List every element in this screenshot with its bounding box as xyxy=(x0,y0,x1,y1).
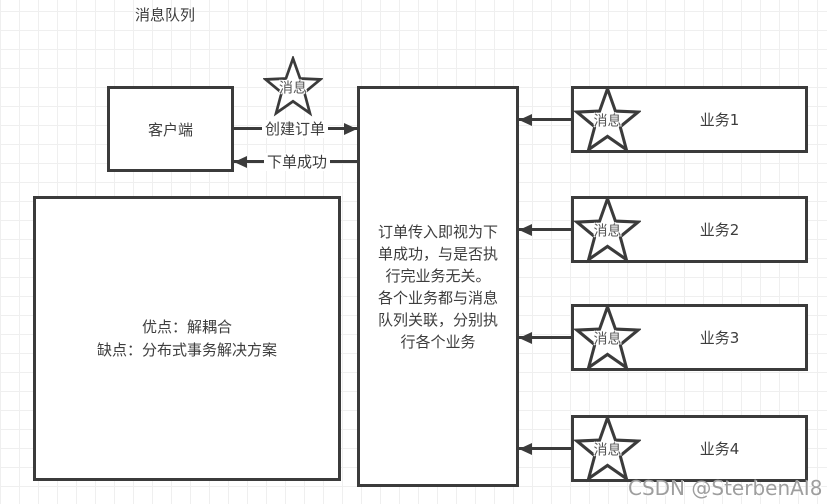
client-box: 客户端 xyxy=(107,86,234,172)
message-star-label: 消息 xyxy=(593,331,622,348)
business-4-arrowhead-icon xyxy=(519,443,532,455)
queue-description-text: 订单传入即视为下 单成功，与是否执 行完业务无关。 各个业务都与消息 队列关联，… xyxy=(377,222,498,351)
business-2-label: 业务2 xyxy=(699,221,740,239)
business-2-box: 消息 业务2 xyxy=(571,196,808,266)
message-star-icon: 消息 xyxy=(574,86,641,156)
business-1-box: 消息 业务1 xyxy=(571,86,808,156)
star-icon xyxy=(263,56,323,117)
business-1-arrow-line xyxy=(519,118,571,121)
notes-pros-line: 优点：解耦合 xyxy=(141,317,232,336)
csdn-watermark: CSDN @SterbenAI8 xyxy=(628,476,823,500)
star-icon xyxy=(574,86,641,154)
business-3-label: 业务3 xyxy=(699,329,740,347)
message-star-label: 消息 xyxy=(593,223,622,240)
message-star-icon: 消息 xyxy=(574,304,641,374)
message-star-icon: 消息 xyxy=(574,196,641,266)
business-4-box: 消息 业务4 xyxy=(571,415,808,485)
create-order-label: 创建订单 xyxy=(262,120,329,138)
business-1-arrowhead-icon xyxy=(519,114,532,126)
business-3-arrowhead-icon xyxy=(519,332,532,344)
business-4-arrow-line xyxy=(519,447,571,450)
message-star-icon: 消息 xyxy=(263,56,323,119)
business-2-arrowhead-icon xyxy=(519,224,532,236)
order-success-arrowhead-icon xyxy=(234,156,247,168)
order-success-label: 下单成功 xyxy=(264,153,331,171)
message-star-icon: 消息 xyxy=(574,415,641,485)
message-queue-box: 订单传入即视为下 单成功，与是否执 行完业务无关。 各个业务都与消息 队列关联，… xyxy=(357,86,519,487)
message-star-label: 消息 xyxy=(279,80,307,97)
business-3-arrow-line xyxy=(519,336,571,339)
client-box-label: 客户端 xyxy=(147,120,193,139)
message-star-label: 消息 xyxy=(593,113,622,130)
notes-box: 优点：解耦合 缺点：分布式事务解决方案 xyxy=(33,196,341,481)
message-star-label: 消息 xyxy=(593,442,622,459)
business-3-box: 消息 业务3 xyxy=(571,304,808,374)
star-icon xyxy=(574,415,641,483)
create-order-arrowhead-icon xyxy=(344,123,357,135)
business-2-arrow-line xyxy=(519,228,571,231)
star-icon xyxy=(574,304,641,372)
business-1-label: 业务1 xyxy=(699,111,740,129)
star-icon xyxy=(574,196,641,264)
notes-cons-line: 缺点：分布式事务解决方案 xyxy=(96,340,277,359)
diagram-title: 消息队列 xyxy=(135,6,196,24)
business-4-label: 业务4 xyxy=(699,440,740,458)
